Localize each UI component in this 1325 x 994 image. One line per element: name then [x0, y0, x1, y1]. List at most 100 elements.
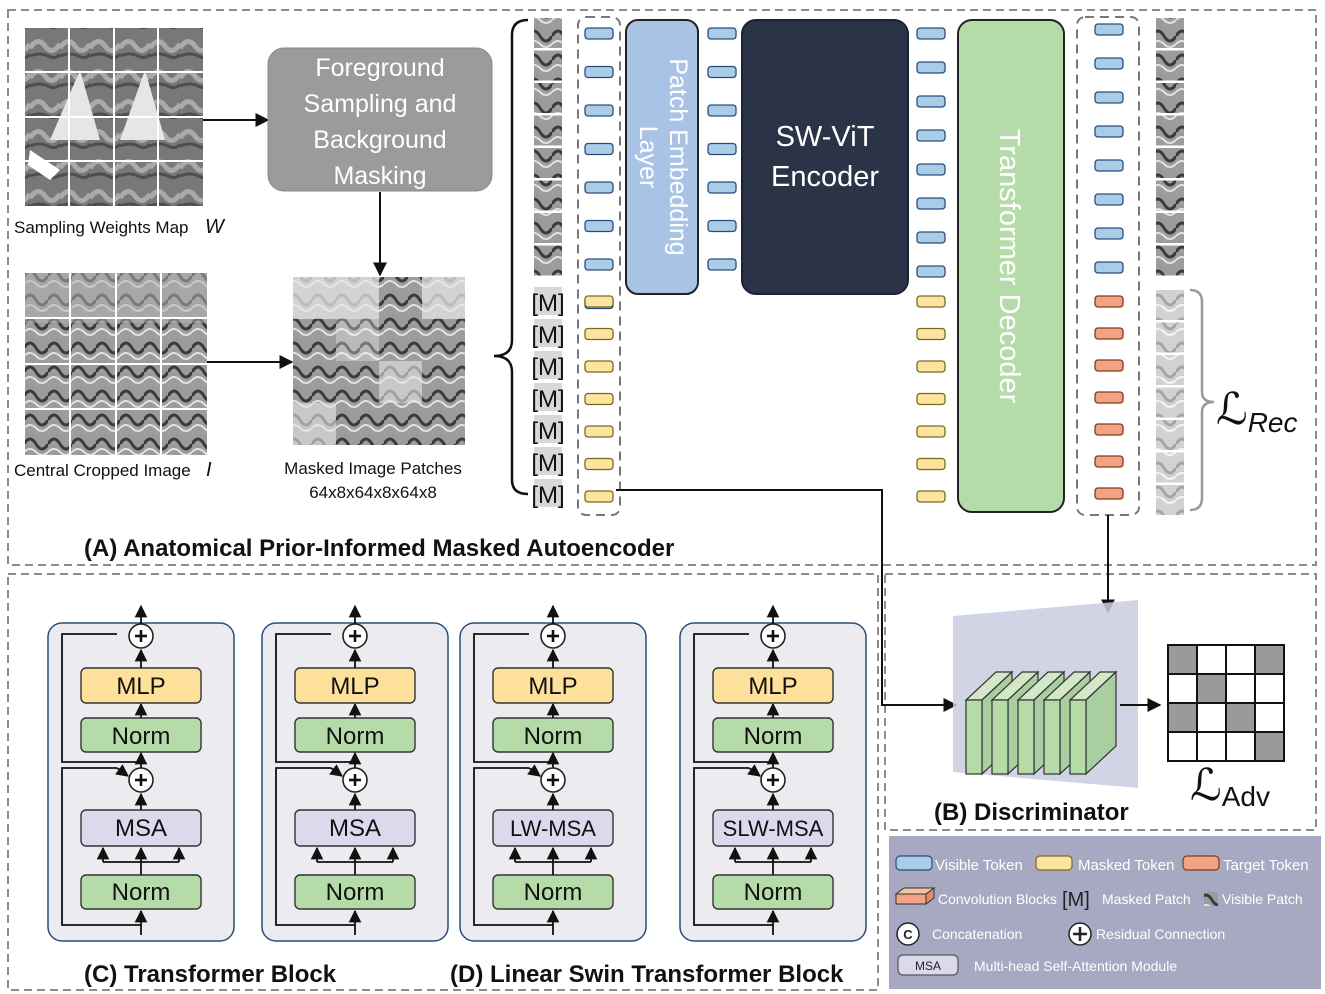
mask-token-label: [M] [531, 482, 564, 509]
legend-residual-icon [1068, 922, 1092, 946]
input-patch [534, 213, 562, 243]
mask-bg [534, 351, 562, 379]
norm-label: Norm [112, 879, 171, 906]
masked-token [916, 392, 946, 406]
output-patch [1156, 50, 1184, 81]
mask-bg [534, 319, 562, 347]
patch-embedding-layer [625, 19, 699, 295]
mask-token-list: [M][M][M][M][M][M][M] [531, 287, 565, 509]
conv-block [1043, 699, 1061, 775]
skip-line [693, 767, 773, 926]
visible-token [584, 181, 614, 194]
legend-box [889, 836, 1321, 989]
legend-masked-patch: Masked Patch [1102, 891, 1191, 907]
fg-line-4: Masking [333, 162, 426, 190]
masked-token [916, 457, 946, 471]
output-patch [1156, 115, 1184, 146]
attention-label: MSA [329, 815, 381, 842]
mlp-label: MLP [330, 673, 379, 700]
visible-token [1094, 57, 1124, 70]
visible-token [707, 104, 737, 117]
masked-token [916, 295, 946, 308]
input-token-column [577, 16, 621, 516]
attention-label: LW-MSA [510, 816, 596, 841]
visible-token [707, 181, 737, 194]
block-arrow [329, 764, 344, 777]
masked-caption-2: 64x8x64x8x64x8 [309, 483, 437, 502]
transformer-blocks: NormMSANormMLPNormMSANormMLPNormLW-MSANo… [47, 604, 867, 942]
legend: Visible Token Masked Token Target Token … [889, 836, 1321, 989]
reconstructed-patch [1156, 290, 1184, 320]
masked-token [584, 360, 614, 373]
legend-masked-swatch [1035, 855, 1073, 871]
legend-masked-patch-symbol: [M] [1062, 889, 1090, 911]
visible-token [707, 219, 737, 233]
loss-adv: ℒAdv [1190, 761, 1270, 812]
section-b-frame [884, 573, 1317, 831]
target-token [1094, 327, 1124, 340]
reconstructed-patch [1156, 452, 1184, 483]
grid-cell [1167, 673, 1198, 704]
visible-token [584, 65, 614, 79]
output-patch [1156, 83, 1184, 113]
visible-token [584, 104, 614, 117]
encoder-line-2: Encoder [771, 161, 879, 193]
loss-rec: ℒRec [1216, 385, 1298, 438]
grid-cell [1225, 702, 1256, 733]
attention-label: SLW-MSA [723, 816, 824, 841]
transformer-decoder [957, 19, 1065, 513]
loss-rec-sub: Rec [1248, 407, 1298, 438]
output-patch [1156, 180, 1184, 211]
mask-bg [534, 383, 562, 411]
visible-token [916, 61, 946, 74]
section-b-title: (B) Discriminator [934, 799, 1129, 826]
output-patch [1156, 148, 1184, 178]
norm-label: Norm [326, 723, 385, 750]
visible-token [707, 142, 737, 156]
discriminator-output-grid [1167, 644, 1285, 762]
foreground-sampling-box [267, 47, 493, 192]
grid-cell [1225, 731, 1256, 762]
visible-token [584, 27, 614, 40]
input-patch [534, 180, 562, 211]
fg-line-1: Foreground [315, 54, 444, 82]
conv-block [1017, 699, 1035, 775]
legend-residual: Residual Connection [1096, 926, 1225, 942]
mask-bg [534, 479, 562, 507]
input-patch [534, 148, 562, 178]
loss-rec-main: ℒ [1216, 385, 1248, 434]
skip-line [61, 767, 141, 926]
visible-token [916, 163, 946, 176]
input-patch [534, 245, 562, 276]
target-token [1094, 391, 1124, 404]
mlp-label: MLP [528, 673, 577, 700]
mask-bg [534, 287, 562, 315]
block-arrow [115, 764, 130, 777]
visible-token [916, 95, 946, 108]
sampling-symbol: W [205, 216, 226, 238]
masked-token [916, 327, 946, 341]
mlp-label: MLP [116, 673, 165, 700]
legend-target-token: Target Token [1223, 857, 1309, 874]
legend-msa-symbol: MSA [915, 959, 941, 973]
grid-cell [1196, 644, 1227, 675]
block-arrow [747, 764, 762, 777]
visible-token [916, 231, 946, 244]
norm-label: Norm [744, 879, 803, 906]
conv-block [965, 699, 983, 775]
grid-cell [1254, 673, 1285, 704]
legend-masked-token: Masked Token [1078, 857, 1174, 874]
visible-token [1094, 159, 1124, 172]
target-token [1094, 487, 1124, 500]
section-cd-frame [7, 573, 879, 991]
patch-embed-line-1: Patch Embedding [664, 58, 692, 255]
masked-token [916, 425, 946, 438]
input-patch [534, 50, 562, 81]
legend-visible-swatch [895, 855, 933, 871]
grid-cell [1167, 644, 1198, 675]
masked-token [584, 490, 614, 503]
reconstructed-patch [1156, 485, 1184, 515]
norm-label: Norm [326, 879, 385, 906]
patch-brace [493, 18, 529, 496]
